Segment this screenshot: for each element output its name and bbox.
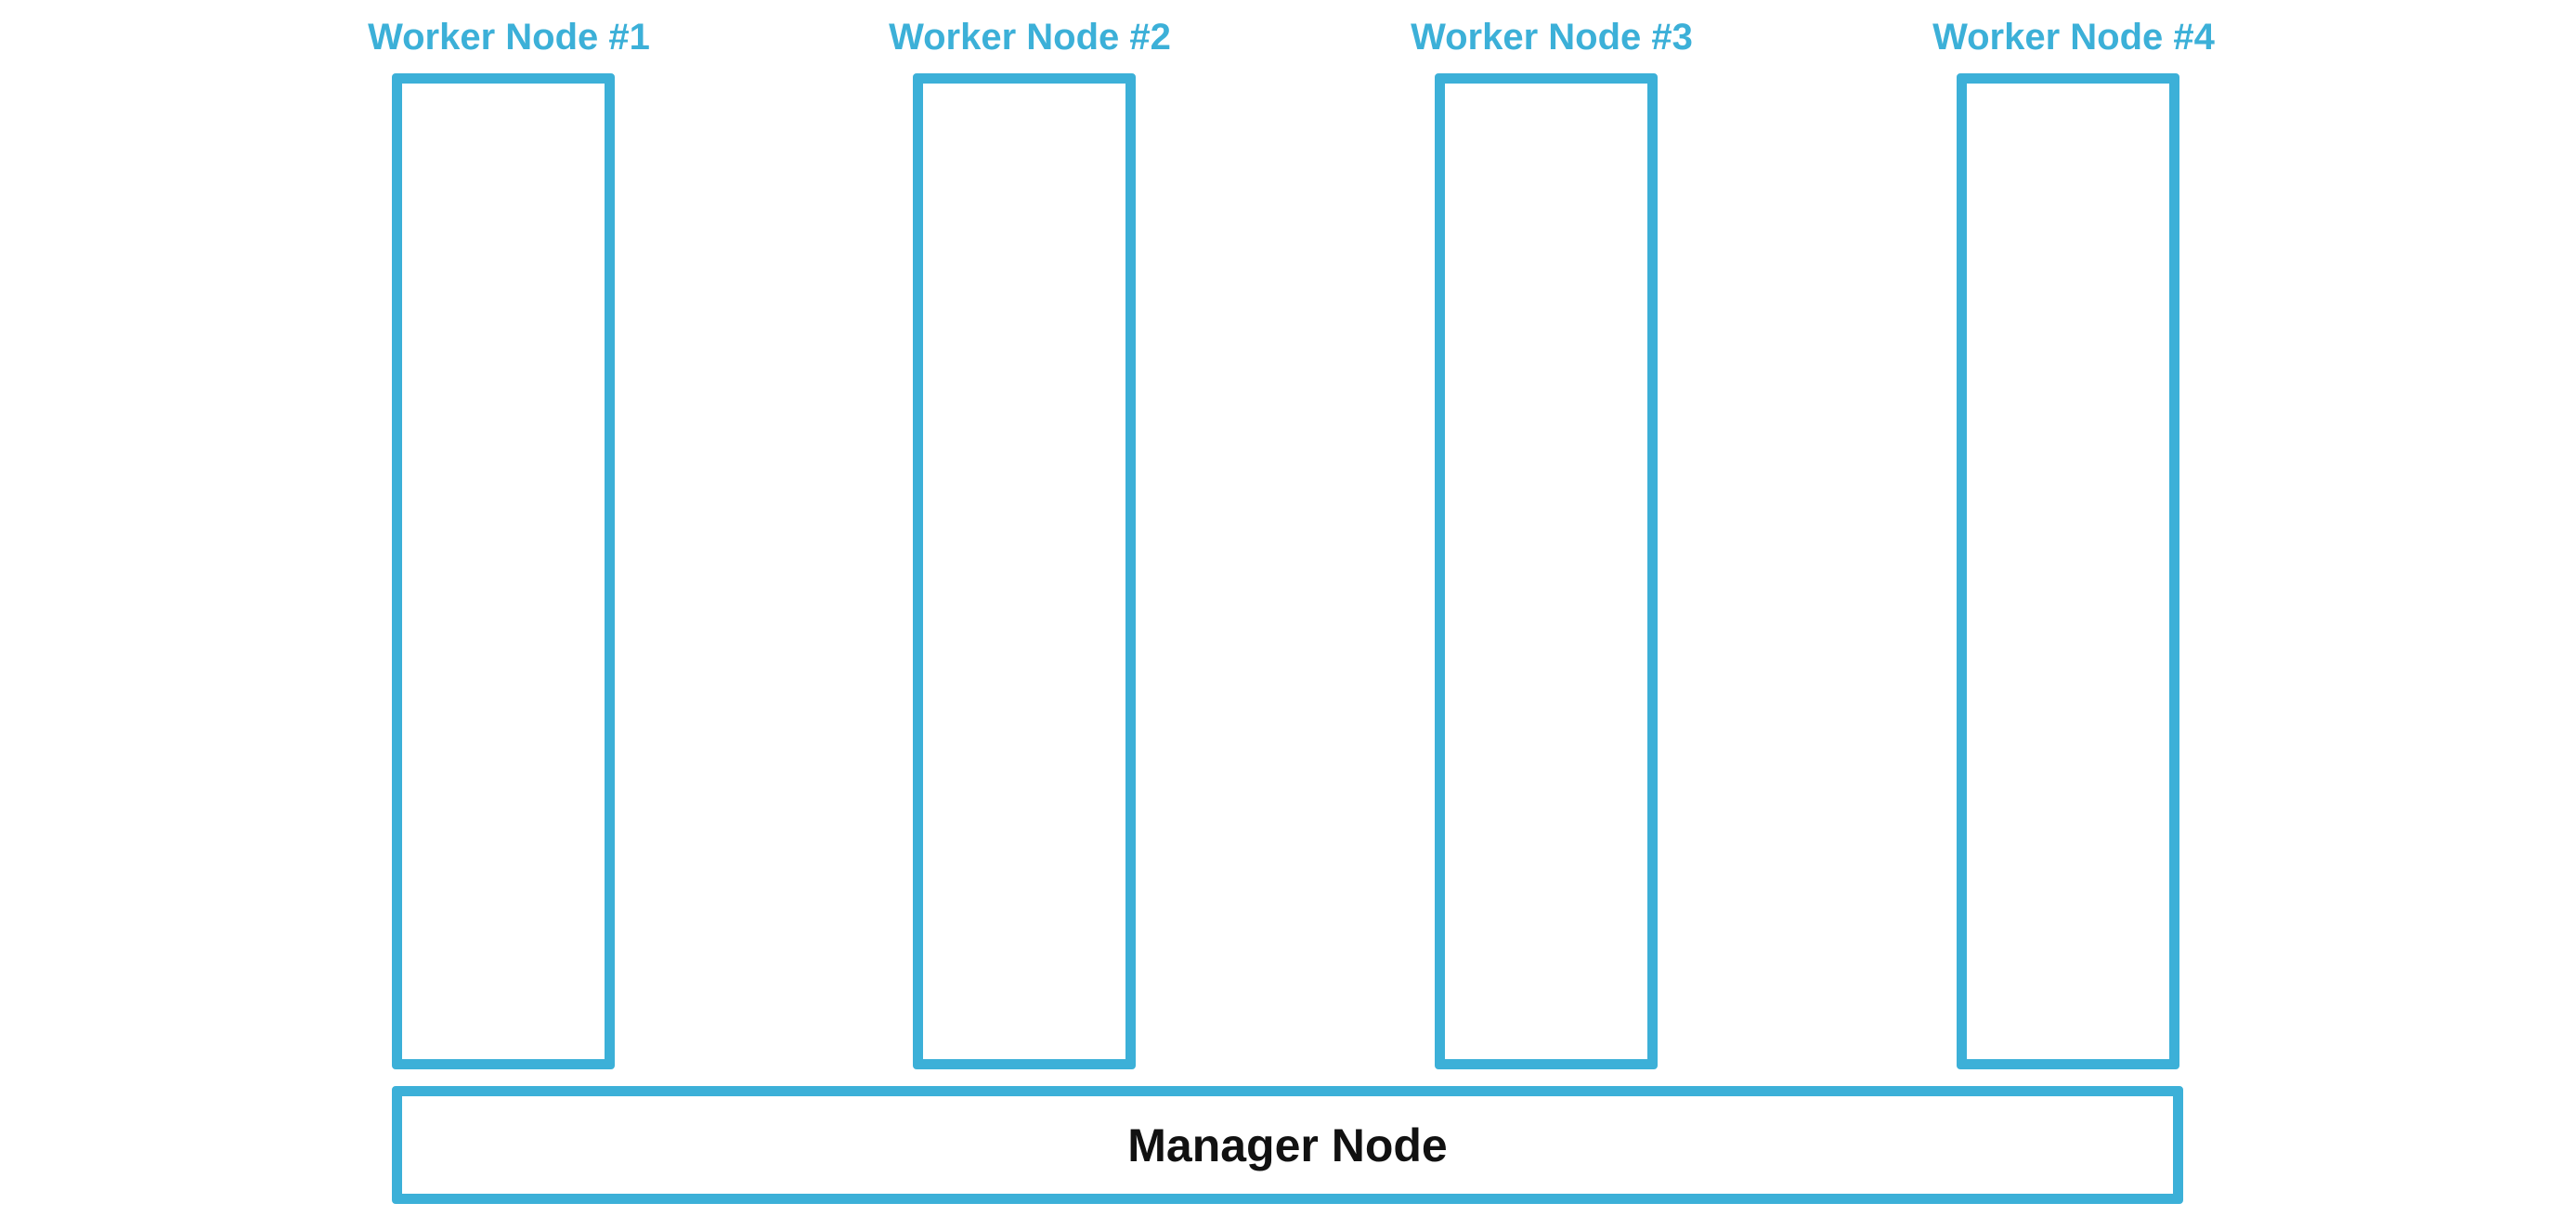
worker-node-3-box: [1435, 73, 1658, 1069]
manager-node-label: Manager Node: [1127, 1119, 1448, 1171]
worker-node-4-label: Worker Node #4: [1932, 17, 2215, 58]
worker-node-3-label: Worker Node #3: [1411, 17, 1693, 58]
worker-node-2-box: [913, 73, 1136, 1069]
worker-node-2-label: Worker Node #2: [889, 17, 1171, 58]
worker-node-4-box: [1957, 73, 2179, 1069]
worker-node-1-label: Worker Node #1: [368, 17, 650, 58]
manager-node-box: Manager Node: [392, 1086, 2183, 1204]
worker-node-1-box: [392, 73, 615, 1069]
